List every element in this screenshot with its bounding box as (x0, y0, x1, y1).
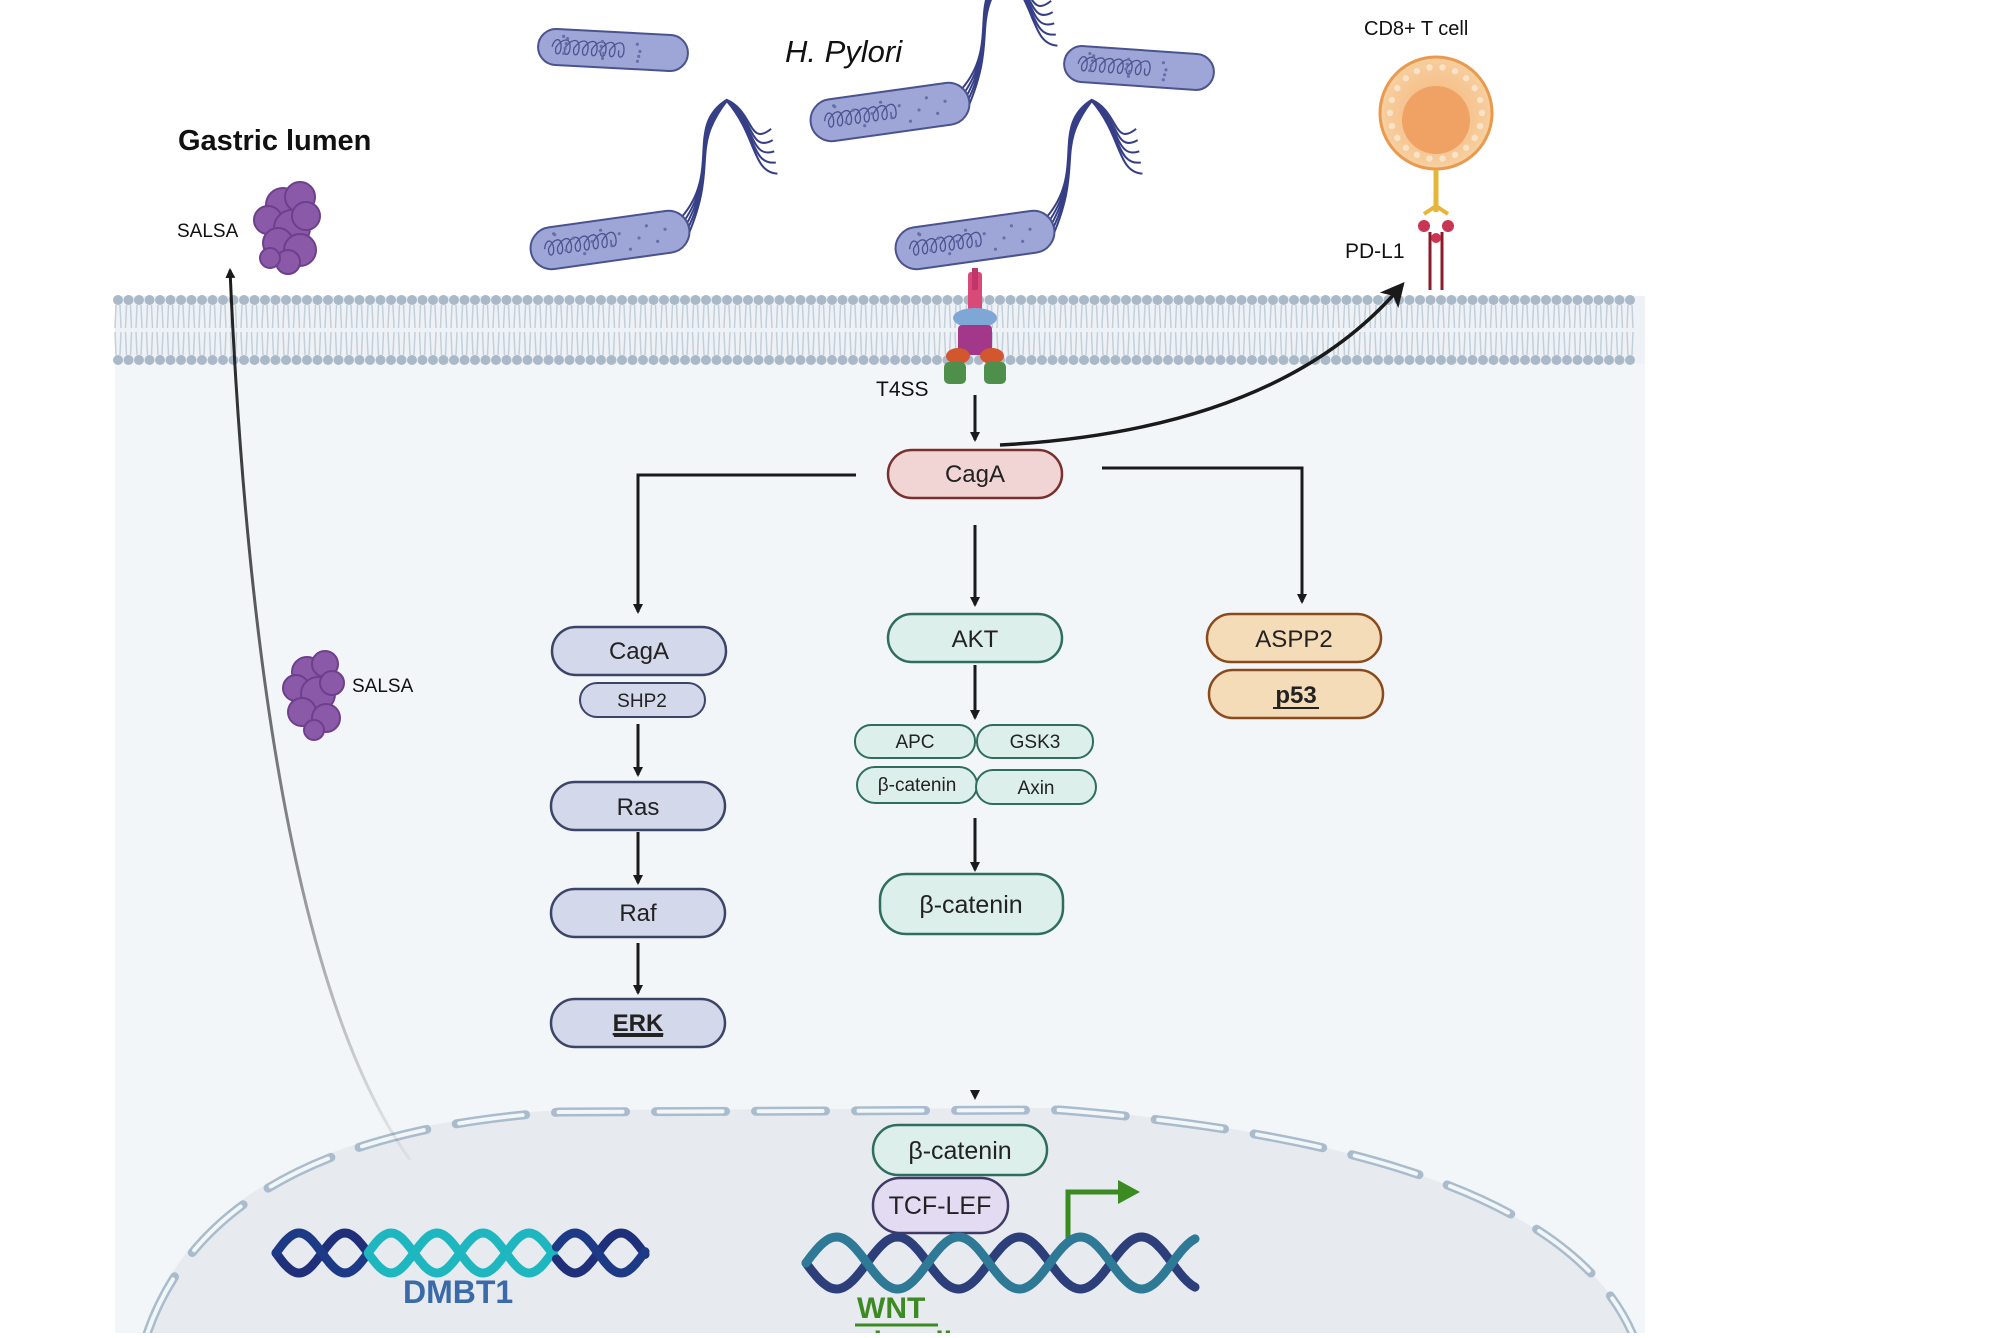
dna-helix-icon (271, 1228, 650, 1278)
bacterium-icon (1063, 45, 1215, 91)
t4ss-label: T4SS (876, 378, 929, 401)
ras-node (549, 780, 727, 832)
bcat-free-label: β-catenin (919, 891, 1022, 919)
wnt-label: WNT (857, 1292, 925, 1325)
aspp2-node (1205, 612, 1383, 664)
salsa-top-label: SALSA (177, 221, 239, 242)
akt-label: AKT (952, 626, 999, 653)
gastric-lumen-label: Gastric lumen (178, 125, 371, 157)
dna-helix-icon (801, 1232, 1200, 1294)
apc-node (854, 724, 976, 759)
bcat-free-node (878, 872, 1065, 936)
akt-node (886, 612, 1064, 664)
bacterium-icon (529, 98, 778, 271)
caga-to-pdl1-arrow (999, 281, 1405, 447)
gsk3-label: GSK3 (1010, 732, 1061, 753)
p53-label: p53 (1275, 682, 1316, 709)
bacterium-icon (537, 28, 689, 72)
ras-label: Ras (617, 794, 660, 821)
apc-label: APC (895, 732, 934, 753)
salsa-protein-icon (253, 181, 321, 275)
caga-main-label: CagA (945, 461, 1005, 488)
bcat-complex-label: β-catenin (878, 775, 957, 796)
cell-membrane (113, 295, 1645, 365)
pathway-arrows (633, 395, 1307, 995)
p53-node (1207, 668, 1385, 720)
h-pylori-label: H. Pylori (785, 34, 903, 69)
tcf-lef-label: TCF-LEF (889, 1192, 992, 1220)
bcat-nuc-node (871, 1123, 1049, 1177)
dmbt1-secretion-arrow (225, 268, 412, 1161)
erk-node (549, 997, 727, 1049)
bcat-nuc-label: β-catenin (908, 1137, 1011, 1165)
bacterium-icon (809, 0, 1058, 143)
gsk3-node (976, 724, 1094, 759)
axin-node (975, 769, 1097, 805)
transcription-arrowhead (1118, 1180, 1140, 1204)
receptor-icon (1418, 170, 1454, 290)
caga-main-node (886, 448, 1064, 500)
caga-left-label: CagA (609, 638, 669, 665)
aspp2-label: ASPP2 (1255, 626, 1332, 653)
t-cell-icon (1378, 55, 1494, 171)
erk-label: ERK (613, 1010, 664, 1037)
tcf-lef-node (871, 1176, 1010, 1235)
pdl1-label: PD-L1 (1345, 240, 1405, 263)
shp2-label: SHP2 (617, 691, 667, 712)
salsa-protein-icon (282, 650, 345, 741)
transcription-arrow-icon (1065, 1189, 1120, 1240)
salsa-mid-label: SALSA (352, 676, 414, 697)
t4ss-icon (944, 268, 1006, 384)
raf-node (549, 887, 727, 939)
shp2-node (579, 682, 706, 718)
axin-label: Axin (1018, 778, 1055, 799)
caga-left-node (550, 625, 728, 677)
dmbt1-label: DMBT1 (403, 1274, 513, 1310)
cd8-label: CD8+ T cell (1364, 18, 1468, 40)
raf-label: Raf (619, 900, 657, 927)
wnt-signaling-label: signaling (857, 1326, 989, 1333)
bacterium-icon (894, 98, 1143, 271)
